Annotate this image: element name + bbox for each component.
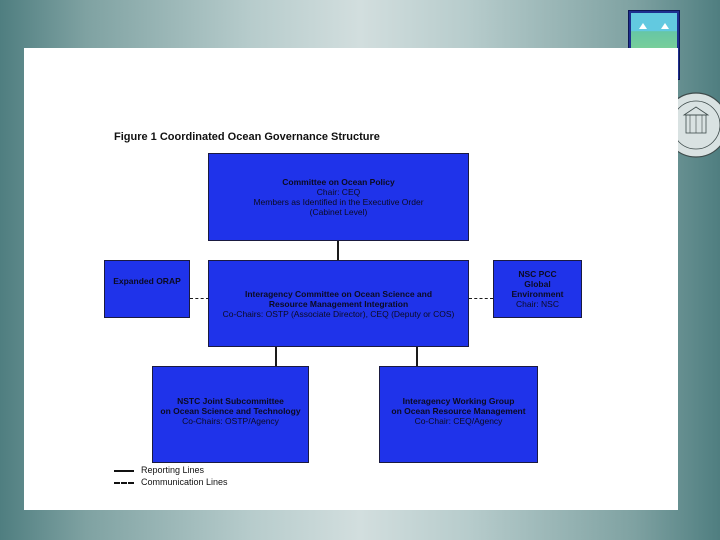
interagency-title-1: Interagency Committee on Ocean Science a… xyxy=(244,288,433,299)
iwg-chair: Co-Chair: CEQ/Agency xyxy=(414,416,503,426)
reporting-line-committee-to-interagency xyxy=(337,240,339,261)
iwg-title-1: Interagency Working Group xyxy=(402,396,515,406)
legend-reporting-swatch xyxy=(114,470,134,472)
orap-title: Expanded ORAP xyxy=(113,276,181,286)
committee-on-ocean-policy-box: Committee on Ocean Policy Chair: CEQ Mem… xyxy=(208,153,469,241)
nsc-global: Global xyxy=(524,279,551,289)
reporting-line-interagency-to-nstc xyxy=(275,346,277,366)
committee-members: Members as Identified in the Executive O… xyxy=(253,197,424,207)
interagency-title-2: Resource Management Integration xyxy=(268,298,409,309)
nsc-environment: Environment xyxy=(511,289,564,299)
legend-communication-swatch xyxy=(114,482,134,484)
logo-band xyxy=(631,13,677,53)
logo-mark-icon xyxy=(639,23,647,29)
expanded-orap-box: Expanded ORAP xyxy=(104,260,190,318)
nstc-subcommittee-box: NSTC Joint Subcommittee on Ocean Science… xyxy=(152,366,309,463)
logo-mark-icon xyxy=(661,23,669,29)
figure-title: Figure 1 Coordinated Ocean Governance St… xyxy=(114,131,380,143)
interagency-working-group-box: Interagency Working Group on Ocean Resou… xyxy=(379,366,538,463)
nsc-chair: Chair: NSC xyxy=(516,299,559,309)
nstc-chairs: Co-Chairs: OSTP/Agency xyxy=(182,416,279,426)
nsc-title: NSC PCC xyxy=(518,269,557,279)
nstc-title-1: NSTC Joint Subcommittee xyxy=(177,396,284,406)
communication-line-nsc xyxy=(469,298,493,299)
committee-chair: Chair: CEQ xyxy=(316,187,361,197)
reporting-line-interagency-to-iwg xyxy=(416,346,418,366)
nstc-title-2: on Ocean Science and Technology xyxy=(160,406,301,416)
legend-reporting-label: Reporting Lines xyxy=(141,465,205,475)
legend-communication-label: Communication Lines xyxy=(141,477,228,487)
interagency-chairs: Co-Chairs: OSTP (Associate Director), CE… xyxy=(222,308,455,319)
communication-line-orap xyxy=(190,298,209,299)
committee-level: (Cabinet Level) xyxy=(309,207,368,217)
iwg-title-2: on Ocean Resource Management xyxy=(391,406,526,416)
nsc-pcc-box: NSC PCC Global Environment Chair: NSC xyxy=(493,260,582,318)
interagency-committee-box: Interagency Committee on Ocean Science a… xyxy=(208,260,469,347)
committee-title: Committee on Ocean Policy xyxy=(282,177,395,187)
